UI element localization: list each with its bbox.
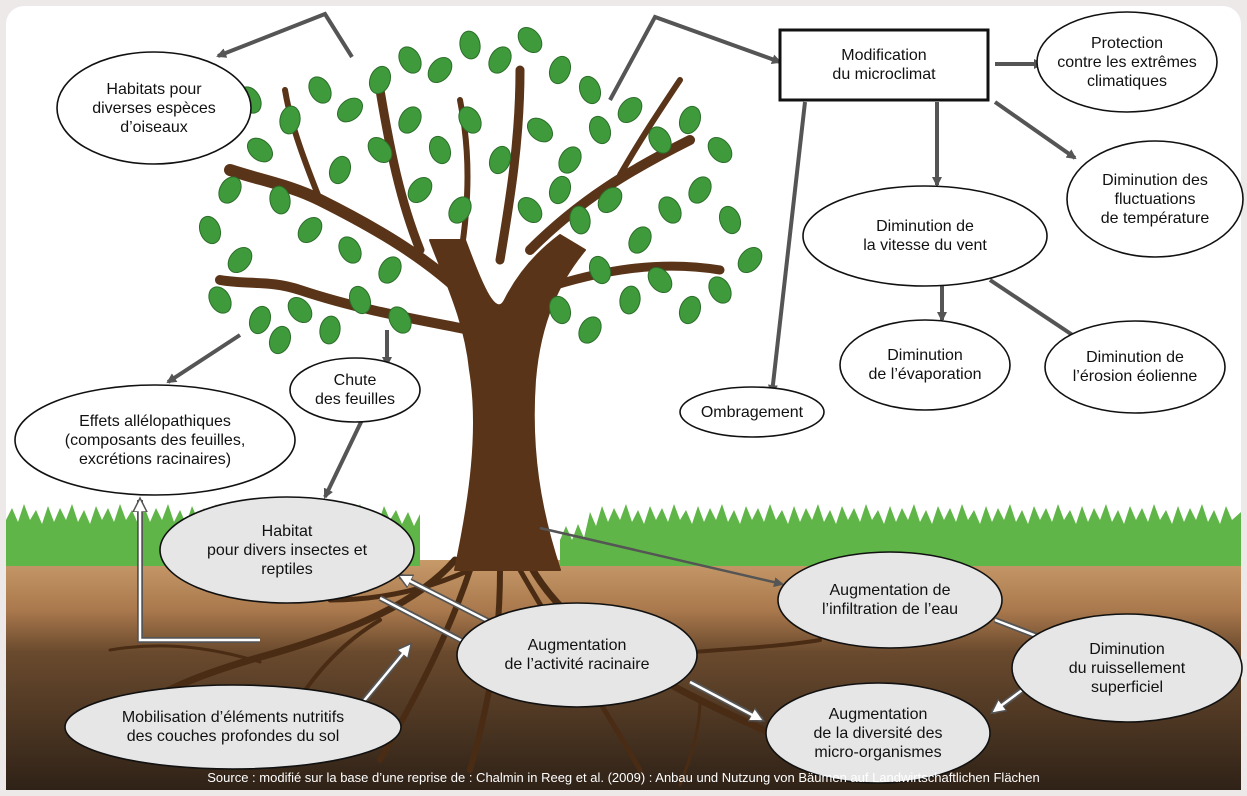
- node-vent-shape: [802, 185, 1048, 287]
- node-diminution-fluctuations: Diminution des fluctuations de températu…: [1100, 171, 1210, 227]
- node-habitats-oiseaux: Habitats pour diverses espèces d’oiseaux: [92, 80, 216, 136]
- node-protection-shape: [1036, 11, 1218, 113]
- node-infiltration-shape: [777, 551, 1003, 649]
- arrow-wind-to-erosion: [988, 278, 1082, 342]
- node-effets-shape: [14, 384, 296, 496]
- node-diminution-evaporation: Diminution de l’évaporation: [868, 347, 982, 383]
- node-ombragement-shape: [679, 386, 825, 438]
- tree-leaves: [198, 26, 763, 355]
- node-habitat-insectes: Habitat pour divers insectes et reptiles: [206, 522, 368, 578]
- arrow-microclimate-to-fluctuations: [993, 100, 1077, 160]
- node-ruissellement: Diminution du ruissellement superficiel: [1068, 640, 1186, 696]
- node-mobilisation-shape: [64, 684, 402, 770]
- arrows-below-inner: [138, 506, 1053, 719]
- node-diversite-shape: [765, 682, 991, 784]
- node-effets-allelopathiques: Effets allélopathiques (composants des f…: [64, 412, 246, 468]
- node-fluctuations-shape: [1066, 140, 1244, 258]
- arrow-trunk-to-infiltration: [539, 526, 784, 588]
- node-chute-feuilles: Chute des feuilles: [314, 372, 396, 408]
- node-modification-microclimat: Modification du microclimat: [832, 47, 936, 83]
- arrows-above: [166, 11, 1082, 588]
- source-caption: Source : modifié sur la base d’une repri…: [207, 770, 1040, 785]
- node-diminution-erosion: Diminution de l’érosion éolienne: [1072, 349, 1198, 385]
- node-erosion-shape: [1044, 320, 1226, 414]
- node-activite-racinaire: Augmentation de l’activité racinaire: [504, 637, 650, 673]
- node-mobilisation-nutritifs: Mobilisation d’éléments nutritifs des co…: [121, 709, 345, 745]
- node-evaporation-shape: [839, 319, 1011, 411]
- node-diversite-microorganismes: Augmentation de la diversité des micro-o…: [813, 705, 943, 761]
- node-modification-microclimat-shape: [778, 28, 990, 102]
- node-habitat-insectes-shape: [159, 496, 415, 604]
- grass-right: [560, 504, 1241, 566]
- node-ruissellement-shape: [1011, 613, 1243, 723]
- node-habitats-oiseaux-shape: [56, 51, 252, 165]
- node-chute-shape: [289, 357, 421, 423]
- node-shapes: [14, 11, 1244, 784]
- node-ombragement: Ombragement: [700, 403, 804, 421]
- arrow-leaffall-to-habitat: [323, 419, 364, 499]
- arrow-branch-to-microclimate: [608, 14, 782, 101]
- node-protection-extremes: Protection contre les extrêmes climatiqu…: [1057, 34, 1197, 90]
- node-diminution-vent: Diminution de la vitesse du vent: [863, 218, 987, 254]
- arrow-branch-to-allelopathy: [166, 333, 242, 384]
- arrow-branch-to-birds: [216, 11, 354, 59]
- node-activite-shape: [456, 602, 698, 708]
- node-infiltration-eau: Augmentation de l’infiltration de l’eau: [821, 582, 959, 618]
- arrow-microclimate-to-shade: [767, 101, 807, 395]
